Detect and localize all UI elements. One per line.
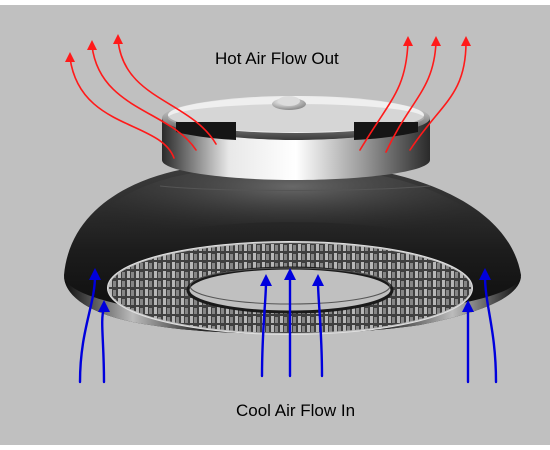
arrow-up-curved-icon	[461, 36, 471, 46]
arrow-up-icon	[284, 268, 296, 280]
hot-arrow-1	[69, 57, 175, 159]
hot-arrow-6	[409, 41, 467, 151]
top-housing-wall	[162, 118, 430, 160]
arrow-up-curved-icon	[87, 40, 97, 50]
arrow-up-curved-icon	[65, 52, 75, 62]
hot-arrow-3	[117, 39, 217, 145]
cool-air-arrowheads	[89, 268, 491, 312]
cool-arrow-3	[260, 280, 268, 378]
cool-arrow-7	[483, 274, 498, 384]
hot-arrow-5	[385, 41, 437, 153]
arrow-up-curved-icon	[403, 36, 413, 46]
hot-arrow-4	[359, 41, 409, 151]
arrow-up-icon	[89, 268, 101, 280]
arrow-up-icon	[260, 274, 272, 286]
hot-arrow-2	[91, 45, 197, 151]
top-knob-cap	[278, 96, 300, 106]
arrow-up-curved-icon	[113, 34, 123, 44]
hot-air-arrowheads	[65, 34, 471, 62]
led-fixture	[64, 96, 521, 335]
arrow-up-icon	[479, 268, 491, 280]
hot-air-arrows	[69, 39, 467, 159]
arrow-up-icon	[462, 300, 474, 312]
cool-arrow-1	[78, 274, 97, 384]
cool-arrow-5	[316, 280, 324, 378]
cool-air-flow-label: Cool Air Flow In	[236, 401, 356, 420]
fixture-dome-shine	[70, 172, 515, 268]
vent-right	[354, 122, 418, 140]
dome-seam	[159, 185, 431, 191]
arrow-up-curved-icon	[431, 36, 441, 46]
hot-air-flow-label: Hot Air Flow Out	[215, 49, 339, 68]
arrow-up-icon	[312, 274, 324, 286]
arrow-up-icon	[98, 300, 110, 312]
